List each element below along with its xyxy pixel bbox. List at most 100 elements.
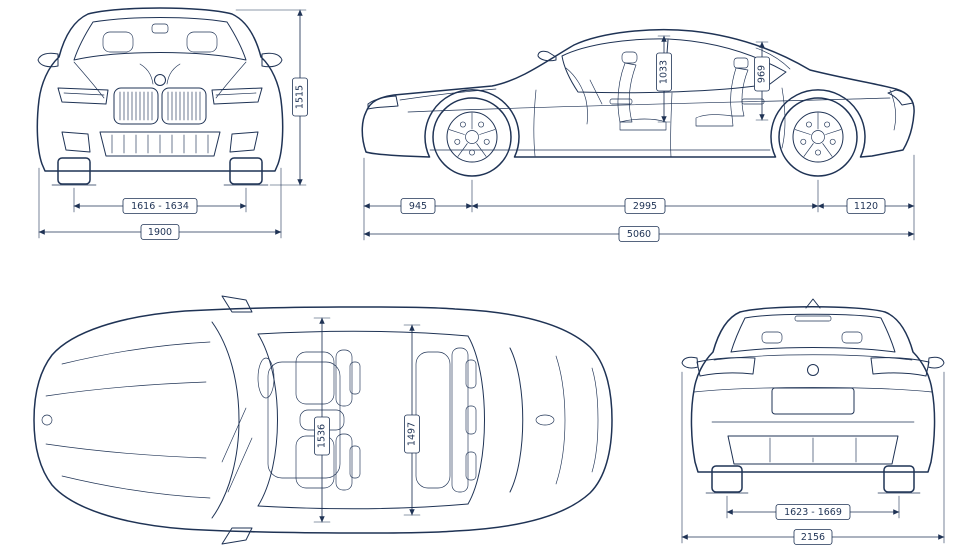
brand-roundel-icon <box>154 74 166 86</box>
windshield-front-edge <box>211 321 240 519</box>
front-headrest-right <box>349 445 361 479</box>
front-seatback-right <box>335 433 353 491</box>
dim-front-width: 1900 <box>38 167 282 240</box>
brand-roundel-icon <box>807 364 819 376</box>
license-plate-recess <box>771 387 855 415</box>
rear-cushion <box>695 114 734 127</box>
side-car-drawing <box>361 28 915 177</box>
rear-glass-rear-edge <box>509 347 524 493</box>
body-outline <box>33 306 613 534</box>
dim-label-box <box>624 198 666 214</box>
front-view: 1616 - 1634 1900 1515 <box>36 7 308 240</box>
taillight <box>887 89 914 106</box>
dim-label-1497: 1497 <box>407 422 418 446</box>
dim-label-box <box>775 504 851 520</box>
dim-label-945: 945 <box>409 201 427 212</box>
dim-label-box <box>793 529 833 545</box>
mirror-right <box>261 52 283 68</box>
dim-label-1536: 1536 <box>317 424 328 448</box>
side-intake-right <box>229 131 259 153</box>
dim-label-box <box>140 224 180 240</box>
steering-line <box>589 79 603 105</box>
interior-plan <box>257 347 477 493</box>
dim-overall-length: 5060 <box>363 226 915 242</box>
brand-roundel-icon <box>41 414 53 426</box>
rear-wheel <box>778 97 858 177</box>
seat-headrest-right <box>186 31 218 53</box>
third-brake-light <box>794 315 832 322</box>
hood-center-lines <box>139 63 181 85</box>
dim-rear-interior-height: 969 <box>754 41 770 121</box>
dim-label-box <box>292 77 308 117</box>
rear-headrest-1 <box>465 359 477 389</box>
headlight-right <box>211 87 263 105</box>
lower-intake <box>99 131 221 157</box>
intake-slats <box>111 134 209 154</box>
dim-overall-width-mirrors: 2156 <box>681 371 945 545</box>
dim-label-box <box>618 226 660 242</box>
dim-label-box <box>314 416 330 456</box>
wiper-lines <box>221 407 253 493</box>
dim-lower-chain: 945 2995 1120 5060 <box>363 154 915 242</box>
hood-crease-left <box>73 61 105 99</box>
wheel-right <box>883 465 915 493</box>
body-outline <box>361 28 915 158</box>
front-door-line <box>533 89 537 157</box>
side-mirror <box>537 50 557 62</box>
rear-window <box>730 313 896 353</box>
side-intake-left <box>61 131 91 153</box>
hood-line <box>399 88 497 101</box>
rear-door-line <box>781 87 786 149</box>
rear-headrest-3 <box>465 451 477 481</box>
taillight-right <box>870 357 930 377</box>
rear-view: 1623 - 1669 2156 <box>681 298 945 545</box>
dim-label-2156: 2156 <box>801 532 825 543</box>
mirror-top <box>221 295 253 313</box>
antenna-fin <box>805 298 821 309</box>
wheel-left <box>711 465 743 493</box>
rear-headrest-2 <box>465 405 477 435</box>
headlight-left <box>57 87 109 105</box>
mirror-bottom <box>221 527 253 545</box>
taillight-left <box>696 357 756 377</box>
dim-front-interior-width: 1536 <box>313 317 331 523</box>
door-split-line <box>670 92 673 158</box>
dim-label-front-height: 1515 <box>295 85 306 109</box>
dim-front-height: 1515 <box>235 9 308 186</box>
dim-front-track: 1616 - 1634 <box>73 187 247 214</box>
mirror-left <box>37 52 59 68</box>
dim-label-front-width: 1900 <box>148 227 172 238</box>
rearview-mirror <box>151 23 169 34</box>
body-outline <box>690 306 936 473</box>
antenna-fin <box>535 414 555 426</box>
dim-label-5060: 5060 <box>627 229 651 240</box>
trunk-line <box>889 89 896 131</box>
dim-label-box <box>656 52 672 92</box>
door-handle-front <box>609 98 633 105</box>
headlight <box>367 95 399 110</box>
body-outline <box>36 7 284 172</box>
diffuser-slats <box>769 437 857 463</box>
front-seatback-left <box>335 349 353 407</box>
wheel-left <box>57 157 91 185</box>
front-seat-cushion-left <box>295 351 335 405</box>
rear-car-drawing <box>681 298 945 494</box>
interior-seats <box>565 51 749 131</box>
hood-crease-right <box>215 61 247 99</box>
dim-label-box <box>404 414 420 454</box>
rear-headrest-right <box>841 331 863 344</box>
steering-wheel <box>257 357 275 399</box>
rear-glass-front-edge <box>467 335 485 505</box>
dashboard-line <box>565 67 588 125</box>
headlight-inner-lines <box>63 92 257 96</box>
rear-headrest-left <box>761 331 783 344</box>
bumper-crease <box>693 387 933 423</box>
dim-rear-overhang: 1120 <box>817 198 915 214</box>
windshield-rear-edge <box>257 333 278 507</box>
dim-rear-interior-width: 1497 <box>403 324 421 516</box>
front-seatback <box>617 62 637 123</box>
seat-headrest-left <box>102 31 134 53</box>
trunk-lines <box>555 355 599 485</box>
top-view: 1536 1497 <box>33 295 613 545</box>
dim-label-1033: 1033 <box>659 60 670 84</box>
